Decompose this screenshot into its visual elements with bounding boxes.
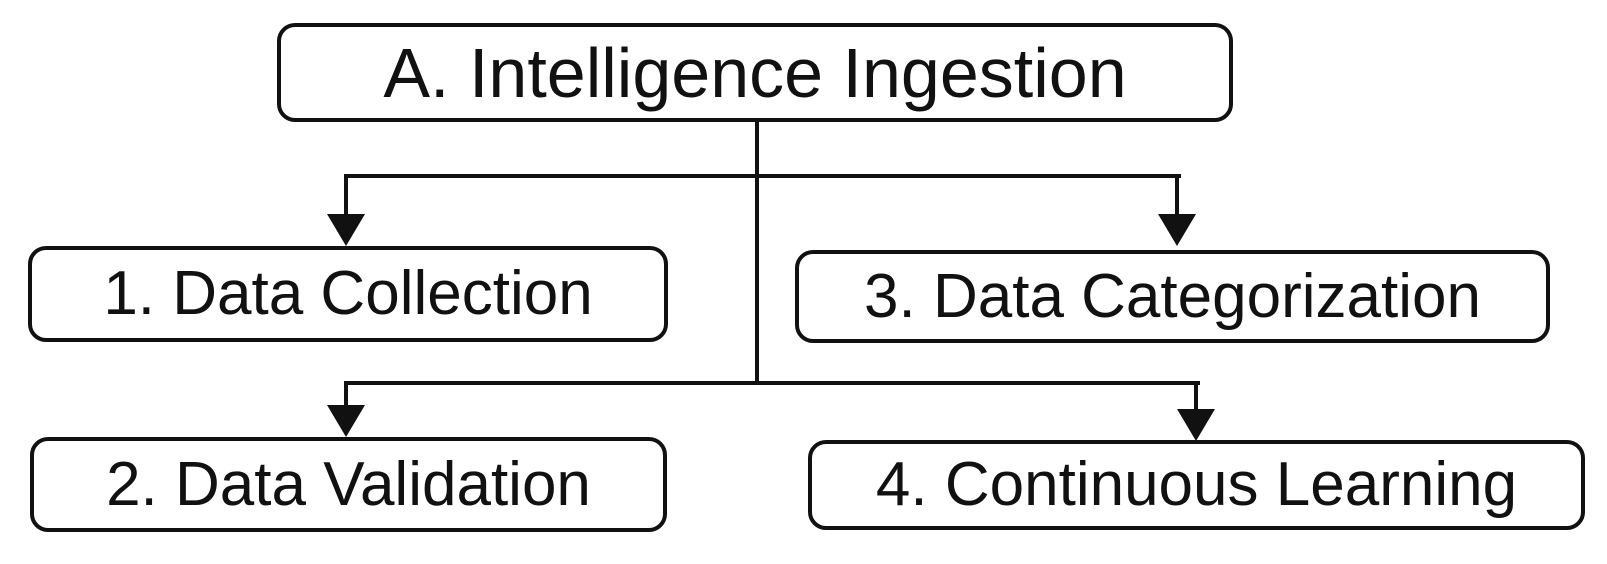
node-continuous-learning: 4. Continuous Learning [808,440,1585,530]
node-data-validation: 2. Data Validation [30,437,667,532]
arrowhead-down-icon-data-validation [327,405,365,437]
arrowhead-down-icon-data-categorization [1158,214,1196,246]
node-continuous-learning-label: 4. Continuous Learning [875,450,1518,519]
connector-branch1-right-drop [1175,174,1179,218]
connector-branch1-horizontal-line [344,174,1181,178]
connector-root-vertical-line [755,122,759,385]
arrowhead-down-icon-continuous-learning [1177,409,1215,441]
connector-branch2-horizontal-line [344,381,1200,385]
connector-branch2-right-drop [1194,381,1198,412]
node-data-categorization-label: 3. Data Categorization [864,261,1481,331]
node-data-collection: 1. Data Collection [28,246,668,342]
node-data-collection-label: 1. Data Collection [103,259,593,328]
connector-branch1-left-drop [344,174,348,218]
node-data-validation-label: 2. Data Validation [106,449,591,519]
node-intelligence-ingestion-label: A. Intelligence Ingestion [383,33,1127,112]
node-intelligence-ingestion: A. Intelligence Ingestion [277,23,1233,122]
node-data-categorization: 3. Data Categorization [795,250,1550,343]
arrowhead-down-icon-data-collection [327,214,365,246]
connector-branch2-left-drop [344,381,348,409]
